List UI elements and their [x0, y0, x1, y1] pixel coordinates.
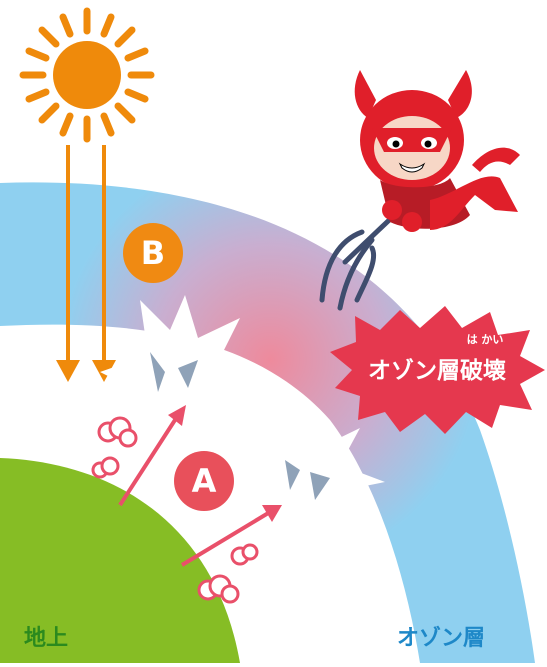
uv-arrow-left [56, 145, 80, 382]
svg-text:A: A [192, 462, 217, 500]
ozone-layer-band [0, 182, 535, 663]
sun-icon [19, 7, 155, 143]
svg-text:B: B [141, 234, 165, 272]
smoke-puff [230, 543, 259, 566]
marker-b: B [123, 223, 183, 283]
explosion-burst [100, 295, 262, 452]
ground-label: 地上 [24, 626, 69, 651]
reflect-arrow-upper [118, 405, 186, 507]
smoke-puff [91, 456, 120, 479]
marker-a: A [174, 451, 234, 511]
ozone-layer-label: オゾン層 [397, 626, 486, 651]
svg-text:オゾン層破壊: オゾン層破壊 [368, 357, 506, 384]
devil-character [354, 70, 520, 232]
smoke-puff [197, 574, 240, 604]
smoke-puff [97, 416, 138, 448]
svg-text:は かい: は かい [467, 333, 504, 346]
ozone-destruction-badge: は かい オゾン層破壊 [330, 306, 545, 434]
ground-hill [0, 458, 240, 663]
reflect-arrow-lower [180, 505, 282, 567]
